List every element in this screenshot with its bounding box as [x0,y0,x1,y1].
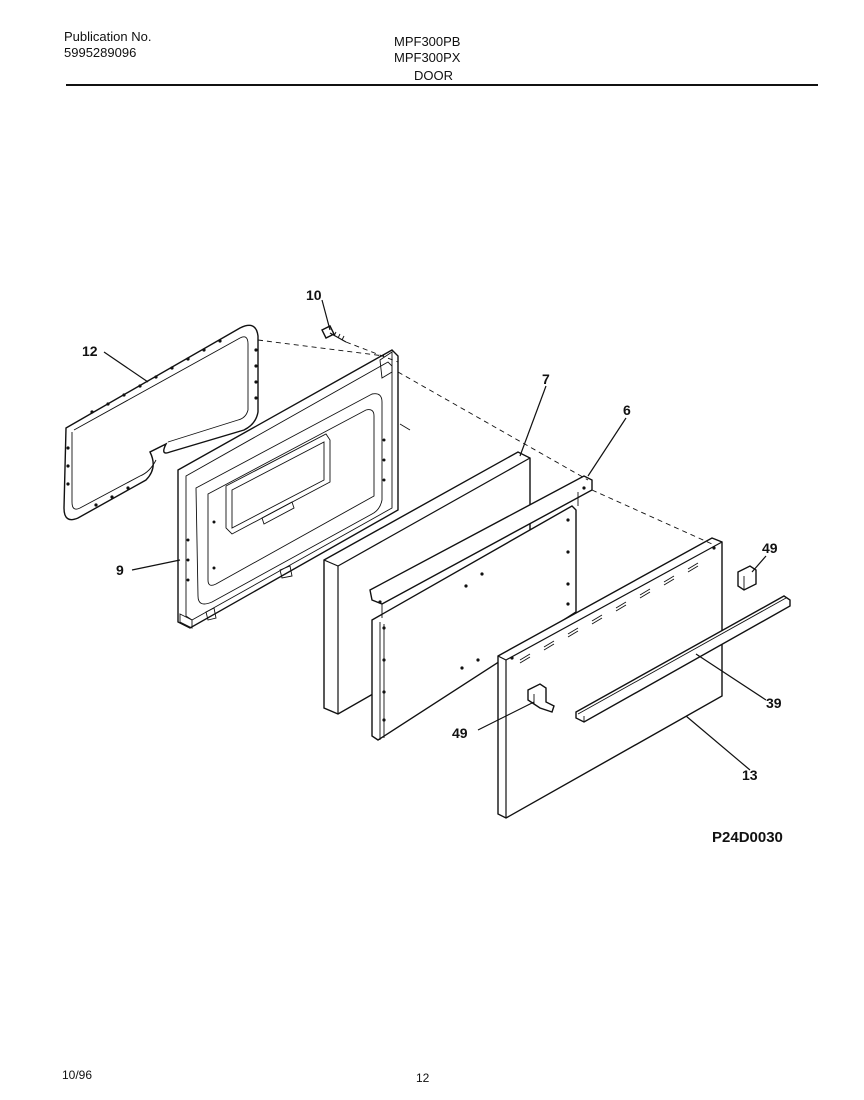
door-gasket-part [63,324,259,521]
callout-10: 10 [306,287,322,303]
hinge-bracket-right-part [737,565,757,591]
header-rule [66,84,818,86]
callout-12: 12 [82,343,98,359]
callout-13: 13 [742,767,758,783]
handle-trim-part [575,595,791,723]
model-number-2: MPF300PX [394,50,461,65]
callout-7: 7 [542,371,550,387]
page-number: 12 [416,1071,430,1085]
section-title: DOOR [414,68,453,83]
gasket-clips [66,339,258,507]
leader-lines [103,299,767,771]
callout-49-right: 49 [762,540,778,556]
screw-part [321,325,347,343]
publication-label: Publication No. [64,29,152,44]
callout-49-left: 49 [452,725,468,741]
outer-door-panel-part [497,537,723,819]
assembly-lines [257,339,713,545]
publication-number: 5995289096 [64,45,137,60]
footer-date: 10/96 [62,1068,93,1082]
model-number-1: MPF300PB [394,34,461,49]
callout-9: 9 [116,562,124,578]
callout-39: 39 [766,695,782,711]
diagram-reference-code: P24D0030 [712,829,783,846]
panel-vent-slots [519,562,699,664]
inner-door-liner-part [177,349,411,629]
callout-6: 6 [623,402,631,418]
